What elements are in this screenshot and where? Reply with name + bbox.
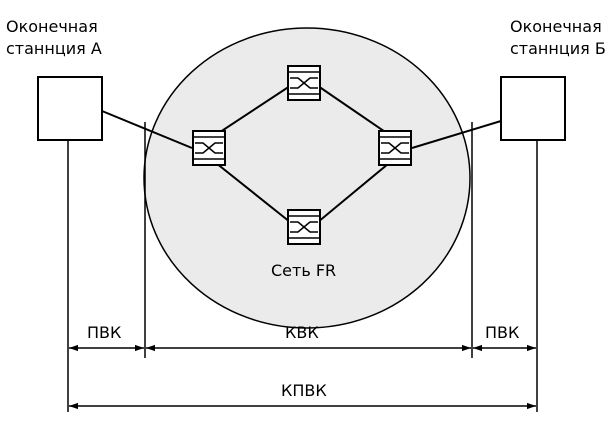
kvk-label: КВК [285, 323, 319, 342]
pvk-left-label: ПВК [87, 323, 122, 342]
kpvk-label: КПВК [281, 381, 327, 400]
pvk-right-label: ПВК [485, 323, 520, 342]
station-a-label-line2: станнция А [6, 39, 102, 58]
station-b-box [500, 76, 566, 141]
network-label: Сеть FR [271, 261, 336, 280]
station-b-label-line2: станнция Б [510, 39, 606, 58]
switch-node-top [287, 65, 321, 101]
switch-node-right [378, 130, 412, 166]
network-links [101, 85, 502, 223]
station-b-label-line1: Оконечная [510, 17, 602, 36]
switch-node-left [192, 130, 226, 166]
fr-network-ellipse [143, 27, 471, 329]
station-a-label-line1: Оконечная [6, 17, 98, 36]
switch-node-bottom [287, 209, 321, 245]
extension-lines [67, 122, 538, 412]
station-a-box [37, 76, 103, 141]
